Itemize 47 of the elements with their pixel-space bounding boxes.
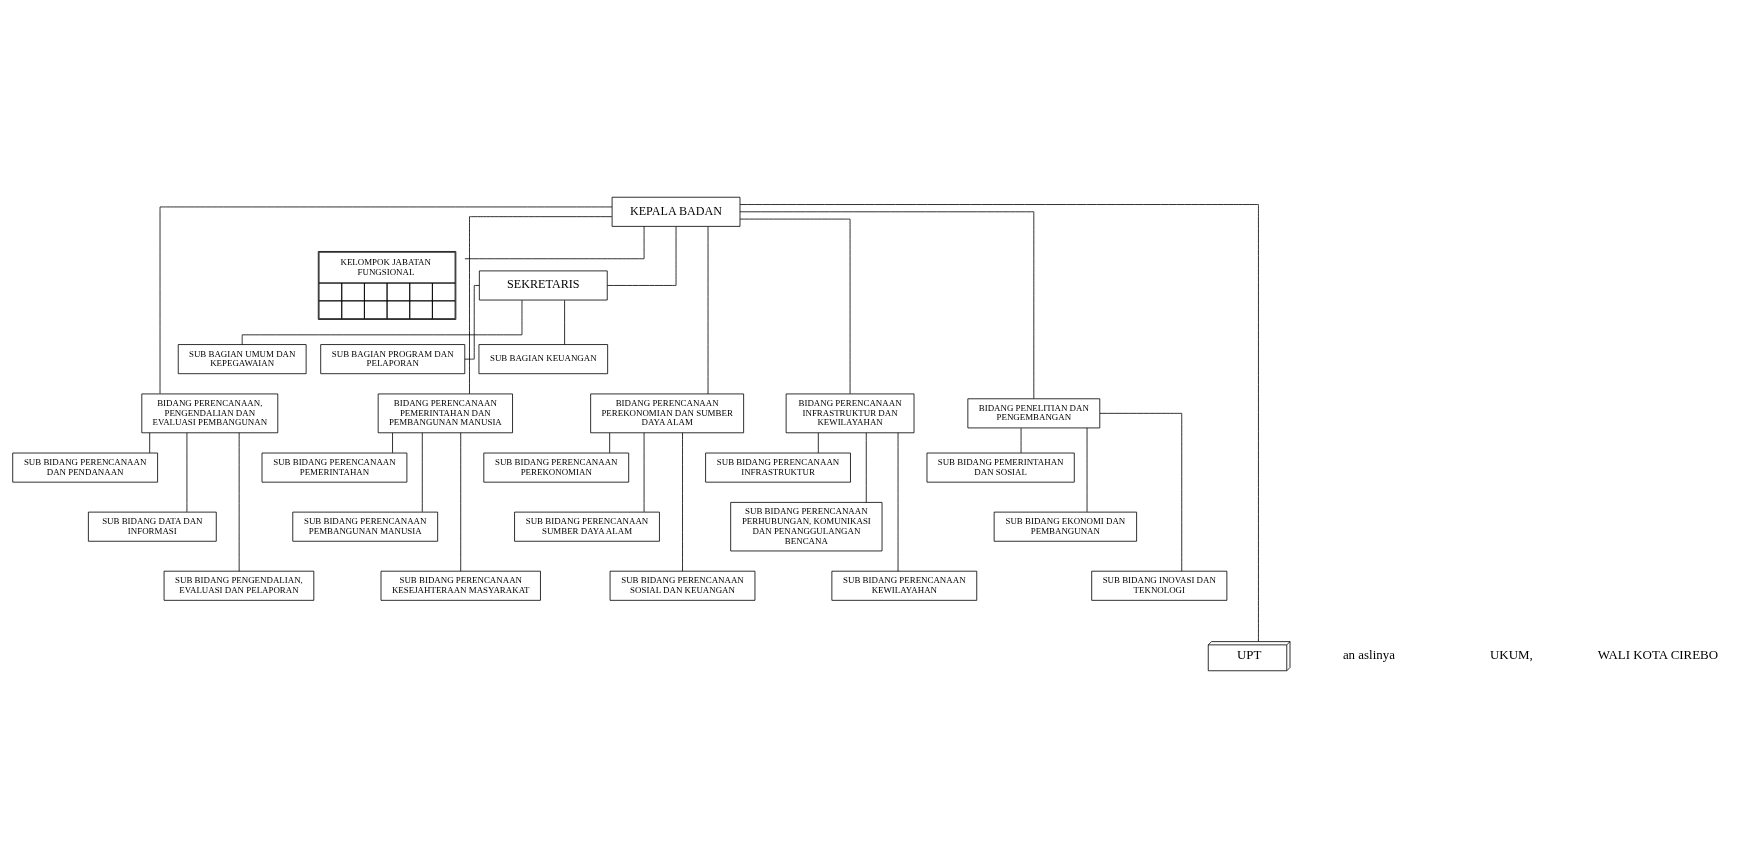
label: WALI KOTA CIREBO — [1597, 646, 1719, 662]
node-box: SUB BAGIAN PROGRAM DAN PELAPORAN — [320, 343, 466, 374]
node-box: SUB BIDANG DATA DAN INFORMASI — [88, 511, 217, 542]
node-box: SUB BIDANG PERENCANAAN PEMBANGUNAN MANUSIA — [292, 511, 439, 542]
connector — [682, 431, 683, 572]
node-box: SUB BIDANG PERENCANAAN KEWILAYAHAN — [831, 570, 978, 601]
node-box: BIDANG PERENCANAAN INFRASTRUKTUR DAN KEWILAYAHAN — [785, 393, 915, 433]
node-box: SUB BIDANG PERENCANAAN SOSIAL DAN KEUANGAN — [609, 570, 756, 601]
node-box: SUB BIDANG PERENCANAAN INFRASTRUKTUR — [705, 452, 851, 483]
label: UKUM, — [1490, 646, 1533, 662]
node-box: SUB BIDANG INOVASI DAN TEKNOLOGI — [1091, 570, 1228, 601]
node-box: SUB BAGIAN KEUANGAN — [478, 343, 609, 374]
connector — [606, 225, 677, 286]
node-box: SUB BIDANG PEMERINTAHAN DAN SOSIAL — [926, 452, 1075, 483]
node-box: BIDANG PERENCANAAN PEMERINTAHAN DAN PEMBANGUNAN MANUSIA — [377, 393, 513, 433]
connector — [464, 284, 480, 360]
connector — [1099, 412, 1183, 571]
node-box: BIDANG PERENCANAAN PEREKONOMIAN DAN SUMBER DAYA ALAM — [590, 393, 745, 433]
connector — [464, 225, 645, 259]
connector — [609, 432, 611, 453]
connector — [564, 299, 565, 345]
node-box: SUB BIDANG EKONOMI DAN PEMBANGUNAN — [993, 511, 1138, 542]
node-box: SUB BIDANG PERENCANAAN PEMERINTAHAN — [261, 452, 408, 483]
node-box: BIDANG PERENCANAAN, PENGENDALIAN DAN EVALUASI PEMBANGUNAN — [141, 393, 279, 433]
node-box: SUB BIDANG PERENCANAAN PEREKONOMIAN — [483, 452, 630, 483]
node-box: SUB BIDANG PERENCANAAN PERHUBUNGAN, KOMUNIKASI DAN PENANGGULANGAN BENCANA — [730, 501, 883, 551]
connector — [460, 431, 462, 572]
connector — [739, 218, 851, 394]
node-box: KEPALA BADAN — [611, 196, 741, 227]
node-box: SUB BIDANG PENGENDALIAN, EVALUASI DAN PELAPORAN — [163, 570, 315, 601]
connector — [865, 431, 867, 503]
connector — [469, 215, 613, 394]
node-box: SUB BAGIAN UMUM DAN KEPEGAWAIAN — [177, 343, 307, 374]
connector — [392, 432, 393, 453]
connector — [739, 203, 1259, 642]
connector — [421, 431, 423, 512]
node-box: BIDANG PENELITIAN DAN PENGEMBANGAN — [967, 397, 1101, 428]
connector — [739, 210, 1035, 399]
connector — [707, 225, 709, 394]
connector — [241, 299, 523, 345]
label: an aslinya — [1342, 646, 1395, 662]
node-box: SUB BIDANG PERENCANAAN SUMBER DAYA ALAM — [514, 511, 660, 542]
connector — [817, 432, 819, 453]
node-box: SUB BIDANG PERENCANAAN DAN PENDANAAN — [12, 452, 158, 483]
node-box: SEKRETARIS — [478, 270, 608, 300]
connector — [149, 432, 151, 453]
node-box: SUB BIDANG PERENCANAAN KESEJAHTERAAN MASYARAKAT — [380, 570, 541, 601]
